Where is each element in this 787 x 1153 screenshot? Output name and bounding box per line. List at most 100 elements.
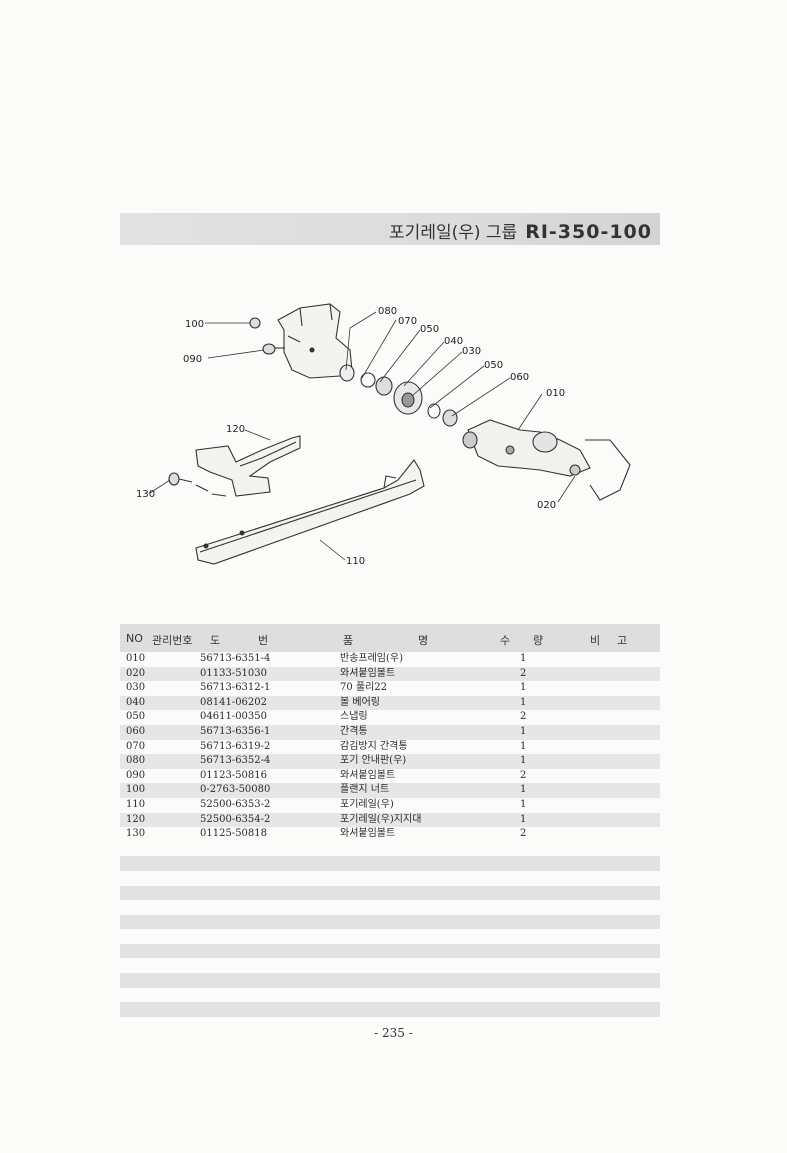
drawing-number: 56713-6351-4 [200, 653, 271, 664]
quantity: 1 [520, 798, 527, 810]
callout-100: 100 [185, 319, 204, 330]
quantity: 1 [520, 740, 527, 752]
table-filler [120, 929, 660, 944]
part-name: 와셔붙임볼트 [340, 828, 396, 840]
diagram-drawing [168, 303, 631, 565]
table-row: 100 0-2763-50080 플랜지 너트 1 [120, 783, 660, 798]
leader-lines [149, 311, 576, 561]
group-title-bar: 포기레일(우) 그룹 RI-350-100 [120, 213, 660, 245]
header-name-2: 명 [418, 634, 429, 647]
part-no: 020 [126, 667, 146, 679]
part-name: 포기레일(우) [340, 798, 394, 810]
callout-090: 090 [183, 354, 202, 365]
drawing-number: 56713-6356-1 [200, 725, 271, 737]
quantity: 1 [520, 784, 527, 796]
part-name: 70 풀리22 [340, 682, 388, 694]
table-header: NO 관리번호 도 번 품 명 수 량 비 고 [120, 624, 660, 652]
drawing-number: 01125-50818 [200, 828, 268, 840]
part-no: 060 [126, 725, 146, 737]
callout-050a: 050 [420, 324, 439, 335]
header-note-2: 고 [617, 634, 628, 647]
table-filler [120, 988, 660, 1003]
part-no: 130 [126, 828, 146, 840]
part-name: 스냅링 [340, 711, 368, 723]
part-name: 볼 베어링 [340, 696, 380, 708]
header-no: NO [126, 632, 143, 645]
header-name-1: 품 [343, 634, 354, 647]
drawing-number: 56713-6352-4 [200, 755, 271, 767]
callout-040: 040 [444, 336, 463, 347]
callout-110: 110 [346, 556, 365, 567]
group-code: RI-350-100 [525, 221, 652, 243]
drawing-number: 52500-6353-2 [200, 798, 271, 810]
part-no: 080 [126, 755, 146, 767]
quantity: 1 [520, 755, 527, 767]
part-no: 070 [126, 740, 146, 752]
part-name: 간격통 [340, 725, 368, 737]
part-name: 포기레일(우)지지대 [340, 813, 422, 825]
table-filler [120, 871, 660, 886]
part-no: 010 [126, 653, 146, 664]
header-note-1: 비 [590, 634, 601, 647]
quantity: 1 [520, 653, 527, 664]
part-name: 와셔붙임볼트 [340, 667, 396, 679]
table-filler [120, 1002, 660, 1017]
part-no: 030 [126, 682, 146, 694]
callout-080: 080 [378, 306, 397, 317]
quantity: 1 [520, 696, 527, 708]
page-number: - 235 - [374, 1026, 413, 1040]
header-qty-1: 수 [500, 634, 511, 647]
part-no: 120 [126, 813, 146, 825]
drawing-number: 04611-00350 [200, 711, 268, 723]
table-row: 050 04611-00350 스냅링 2 [120, 710, 660, 725]
parts-table: NO 관리번호 도 번 품 명 수 량 비 고 010 56713-6351-4 반… [120, 624, 660, 1017]
table-filler [120, 943, 660, 959]
part-name: 플랜지 너트 [340, 784, 390, 796]
drawing-number: 01123-50816 [200, 769, 268, 781]
quantity: 1 [520, 725, 527, 737]
drawing-number: 0-2763-50080 [200, 784, 271, 796]
part-name: 반송프레임(우) [340, 653, 404, 664]
callout-050b: 050 [484, 360, 503, 371]
group-title: 포기레일(우) 그룹 RI-350-100 [389, 218, 652, 243]
callout-120: 120 [226, 424, 245, 435]
quantity: 1 [520, 682, 527, 694]
part-name: 감김방지 간격통 [340, 740, 408, 752]
header-qty-2: 량 [533, 634, 544, 647]
table-filler [120, 900, 660, 915]
header-drawing-2: 번 [258, 634, 269, 647]
table-filler [120, 885, 660, 901]
table-filler [120, 958, 660, 973]
table-row: 030 56713-6312-1 70 풀리22 1 [120, 681, 660, 696]
table-filler [120, 856, 660, 871]
table-row: 120 52500-6354-2 포기레일(우)지지대 1 [120, 812, 660, 828]
drawing-number: 52500-6354-2 [200, 813, 271, 825]
header-management-number: 관리번호 [152, 634, 193, 647]
quantity: 2 [520, 711, 527, 723]
part-no: 090 [126, 769, 146, 781]
quantity: 1 [520, 813, 527, 825]
callout-030: 030 [462, 346, 481, 357]
table-filler [120, 914, 660, 930]
exploded-parts-diagram: 100 090 080 070 050 040 030 050 060 010 … [136, 303, 631, 567]
part-name: 와셔붙임볼트 [340, 769, 396, 781]
callout-060: 060 [510, 372, 529, 383]
part-no: 050 [126, 711, 146, 723]
quantity: 2 [520, 667, 527, 679]
group-name: 포기레일(우) 그룹 [389, 223, 518, 243]
drawing-number: 56713-6319-2 [200, 740, 271, 752]
drawing-number: 56713-6312-1 [200, 682, 271, 694]
part-no: 100 [126, 784, 146, 796]
header-drawing-1: 도 [210, 634, 221, 647]
table-filler [120, 973, 660, 988]
table-filler [120, 842, 660, 857]
table-row: 070 56713-6319-2 감김방지 간격통 1 [120, 740, 660, 755]
callout-labels: 100 090 080 070 050 040 030 050 060 010 … [136, 306, 565, 567]
